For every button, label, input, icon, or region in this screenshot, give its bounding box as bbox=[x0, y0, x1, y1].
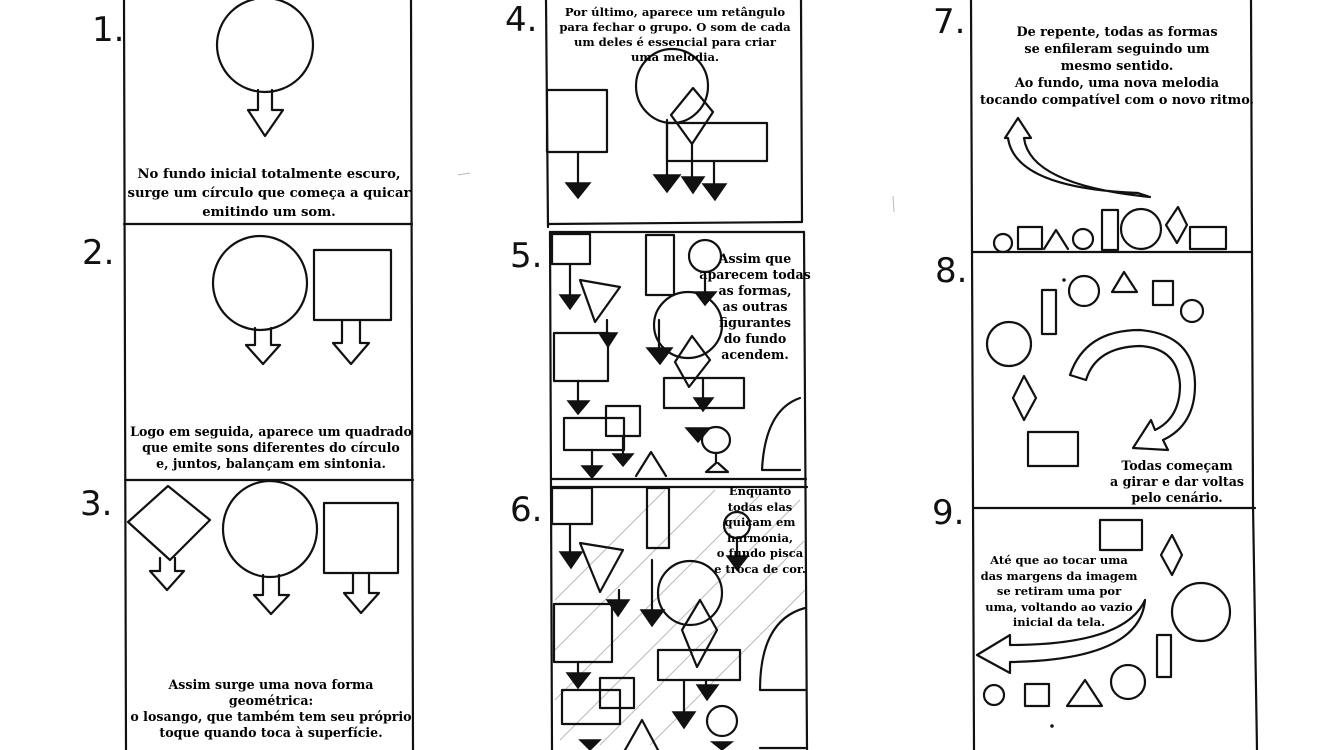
panel-4-caption: Por último, aparece um retângulo para fe… bbox=[559, 5, 791, 64]
panel-8-number: 8. bbox=[935, 251, 968, 291]
stray-marks bbox=[457, 172, 1066, 728]
column-3-frames bbox=[969, 0, 1259, 750]
panel-9-drawing bbox=[975, 518, 1232, 708]
panel-6-number: 6. bbox=[510, 490, 543, 530]
panel-7-drawing bbox=[992, 116, 1228, 254]
panel-1-number: 1. bbox=[92, 10, 125, 50]
panel-6-drawing bbox=[550, 486, 807, 750]
panel-2-caption: Logo em seguida, aparece um quadrado que… bbox=[130, 424, 412, 471]
panel-9-number: 9. bbox=[932, 493, 965, 533]
panel-7-number: 7. bbox=[933, 2, 966, 42]
panel-7-caption: De repente, todas as formas se enfileram… bbox=[980, 25, 1254, 108]
panel-4-drawing bbox=[545, 47, 769, 202]
panel-5-drawing bbox=[550, 232, 802, 480]
panel-3-drawing bbox=[126, 479, 400, 616]
panel-8-caption: Todas começam a girar e dar voltas pelo … bbox=[1110, 458, 1244, 505]
column-2-frames bbox=[544, 0, 809, 750]
panel-2-drawing bbox=[211, 234, 393, 366]
panel-5-number: 5. bbox=[510, 236, 543, 276]
panel-8-drawing bbox=[985, 270, 1205, 468]
panel-4-number: 4. bbox=[505, 0, 538, 40]
panel-6-caption: Enquanto todas elas quicam em harmonia, … bbox=[714, 484, 806, 576]
panel-3-caption: Assim surge uma nova forma geométrica: o… bbox=[130, 677, 412, 740]
panel-1-drawing bbox=[215, 0, 315, 138]
panel-3-number: 3. bbox=[80, 484, 113, 524]
panel-1-caption: No fundo inicial totalmente escuro, surg… bbox=[127, 167, 411, 220]
panel-2-number: 2. bbox=[82, 233, 115, 273]
panel-9-caption: Até que ao tocar uma das margens da imag… bbox=[980, 553, 1138, 629]
column-1-frames bbox=[122, 0, 415, 750]
panel-5-caption: Assim que aparecem todas as formas, as o… bbox=[699, 251, 811, 362]
